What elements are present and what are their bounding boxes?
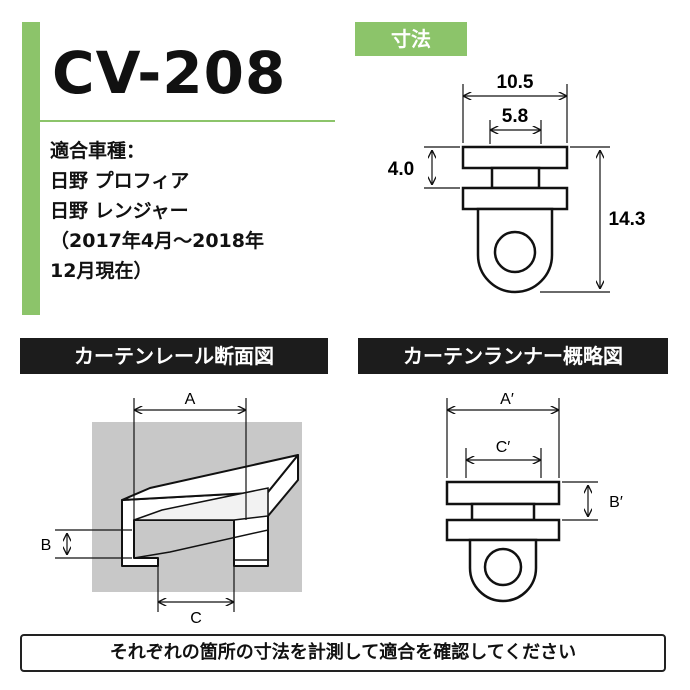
runner-dimension-drawing xyxy=(461,145,569,294)
runner-bottom-plate xyxy=(461,186,569,211)
overview-bottom-plate xyxy=(445,518,561,542)
outer-width-label: 10.5 xyxy=(497,72,534,93)
divider xyxy=(40,120,335,122)
overview-neck xyxy=(470,502,536,522)
runner-label-c: C′ xyxy=(496,439,511,456)
runner-overview-drawing xyxy=(445,480,561,603)
runner-top-plate xyxy=(461,145,569,170)
runner-label-a: A′ xyxy=(500,391,514,408)
inner-width-label: 5.8 xyxy=(502,106,528,127)
overview-ring-hole xyxy=(483,547,523,587)
rail-section-title: カーテンレール断面図 xyxy=(20,338,328,374)
fitment-line-2: 日野 レンジャー xyxy=(50,200,189,222)
accent-bar xyxy=(22,22,40,315)
fitment-line-1: 日野 プロフィア xyxy=(50,170,190,192)
runner-overview-title: カーテンランナー概略図 xyxy=(358,338,668,374)
overview-top-plate xyxy=(445,480,561,506)
runner-label-b: B′ xyxy=(609,494,623,511)
fitment-line-3: （2017年4月～2018年 xyxy=(50,230,264,252)
rail-section-drawing xyxy=(92,422,302,592)
fitment-label: 適合車種： xyxy=(50,140,146,162)
runner-ring-hole xyxy=(493,230,537,274)
fitment-line-4: 12月現在） xyxy=(50,260,153,282)
rail-top-face xyxy=(121,454,299,501)
total-height-label: 14.3 xyxy=(609,209,646,230)
rail-inner-face xyxy=(133,487,269,521)
runner-neck xyxy=(490,166,541,190)
gap-height-label: 4.0 xyxy=(388,159,414,180)
rail-label-b: B xyxy=(41,537,52,554)
dimensions-tag: 寸法 xyxy=(355,22,467,56)
rail-label-c: C xyxy=(190,610,202,627)
rail-label-a: A xyxy=(185,391,196,408)
model-number: CV-208 xyxy=(52,39,287,107)
fitment-block: 適合車種： 日野 プロフィア 日野 レンジャー （2017年4月～2018年 1… xyxy=(50,136,264,286)
footer-note: それぞれの箇所の寸法を計測して適合を確認してください xyxy=(20,634,666,672)
